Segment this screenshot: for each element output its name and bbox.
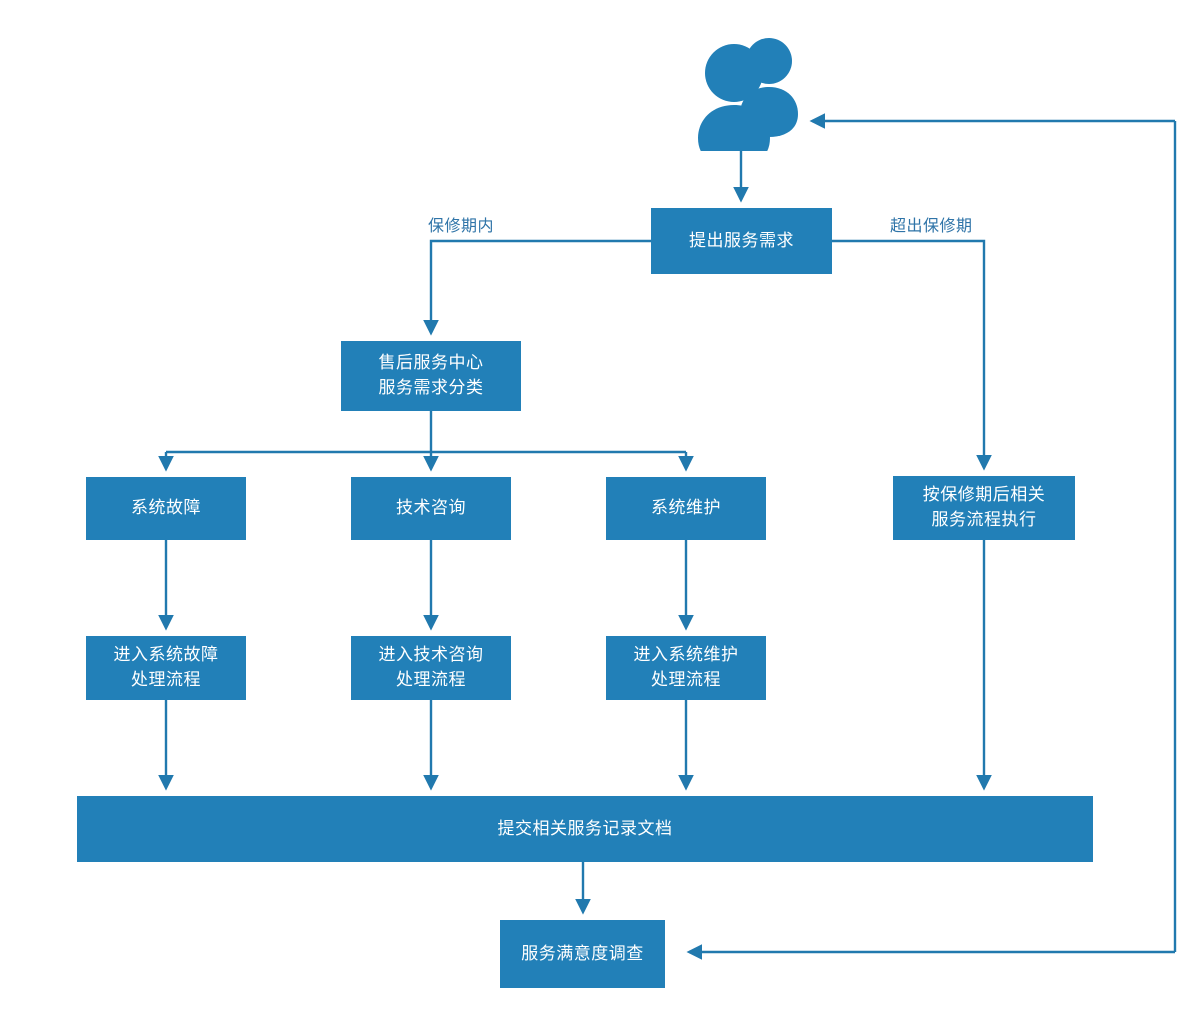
node-system-maintenance-line-0: 系统维护 bbox=[651, 498, 721, 518]
node-submit-service-record[interactable]: 提交相关服务记录文档 bbox=[77, 796, 1093, 862]
node-system-fault-line-0: 系统故障 bbox=[131, 498, 201, 518]
node-satisfaction-survey-line-0: 服务满意度调查 bbox=[521, 943, 644, 963]
node-post-warranty-process[interactable]: 按保修期后相关 服务流程执行 bbox=[893, 476, 1075, 540]
node-service-center-line-0: 售后服务中心 bbox=[378, 353, 484, 373]
node-service-center-line-1: 服务需求分类 bbox=[378, 378, 484, 397]
node-enter-maintenance-flow-line-0: 进入系统维护 bbox=[633, 645, 739, 665]
node-service-center[interactable]: 售后服务中心 服务需求分类 bbox=[341, 341, 521, 411]
node-request-line-0: 提出服务需求 bbox=[689, 230, 794, 250]
node-system-maintenance[interactable]: 系统维护 bbox=[606, 477, 766, 540]
customer-actor bbox=[690, 33, 800, 167]
node-enter-fault-flow[interactable]: 进入系统故障 处理流程 bbox=[86, 636, 246, 700]
people-icon bbox=[698, 38, 798, 167]
node-enter-fault-flow-line-1: 处理流程 bbox=[131, 670, 201, 689]
edge-label-within-warranty: 保修期内 bbox=[428, 218, 495, 235]
node-enter-consult-flow-line-0: 进入技术咨询 bbox=[378, 645, 484, 665]
edge-label-beyond-warranty: 超出保修期 bbox=[890, 218, 973, 235]
node-tech-consult-line-0: 技术咨询 bbox=[396, 498, 466, 518]
node-satisfaction-survey[interactable]: 服务满意度调查 bbox=[500, 920, 665, 988]
node-request[interactable]: 提出服务需求 bbox=[651, 208, 832, 274]
edge-request-to-postwarranty bbox=[832, 239, 992, 471]
node-tech-consult[interactable]: 技术咨询 bbox=[351, 477, 511, 540]
node-post-warranty-process-line-1: 服务流程执行 bbox=[931, 510, 1037, 529]
node-enter-fault-flow-line-0: 进入系统故障 bbox=[113, 645, 219, 665]
node-system-fault[interactable]: 系统故障 bbox=[86, 477, 246, 540]
node-post-warranty-process-line-0: 按保修期后相关 bbox=[922, 485, 1046, 505]
node-enter-consult-flow-line-1: 处理流程 bbox=[396, 670, 466, 689]
node-submit-service-record-line-0: 提交相关服务记录文档 bbox=[497, 818, 673, 838]
edge-request-to-center bbox=[423, 239, 651, 336]
node-enter-maintenance-flow[interactable]: 进入系统维护 处理流程 bbox=[606, 636, 766, 700]
node-enter-consult-flow[interactable]: 进入技术咨询 处理流程 bbox=[351, 636, 511, 700]
node-enter-maintenance-flow-line-1: 处理流程 bbox=[651, 670, 721, 689]
